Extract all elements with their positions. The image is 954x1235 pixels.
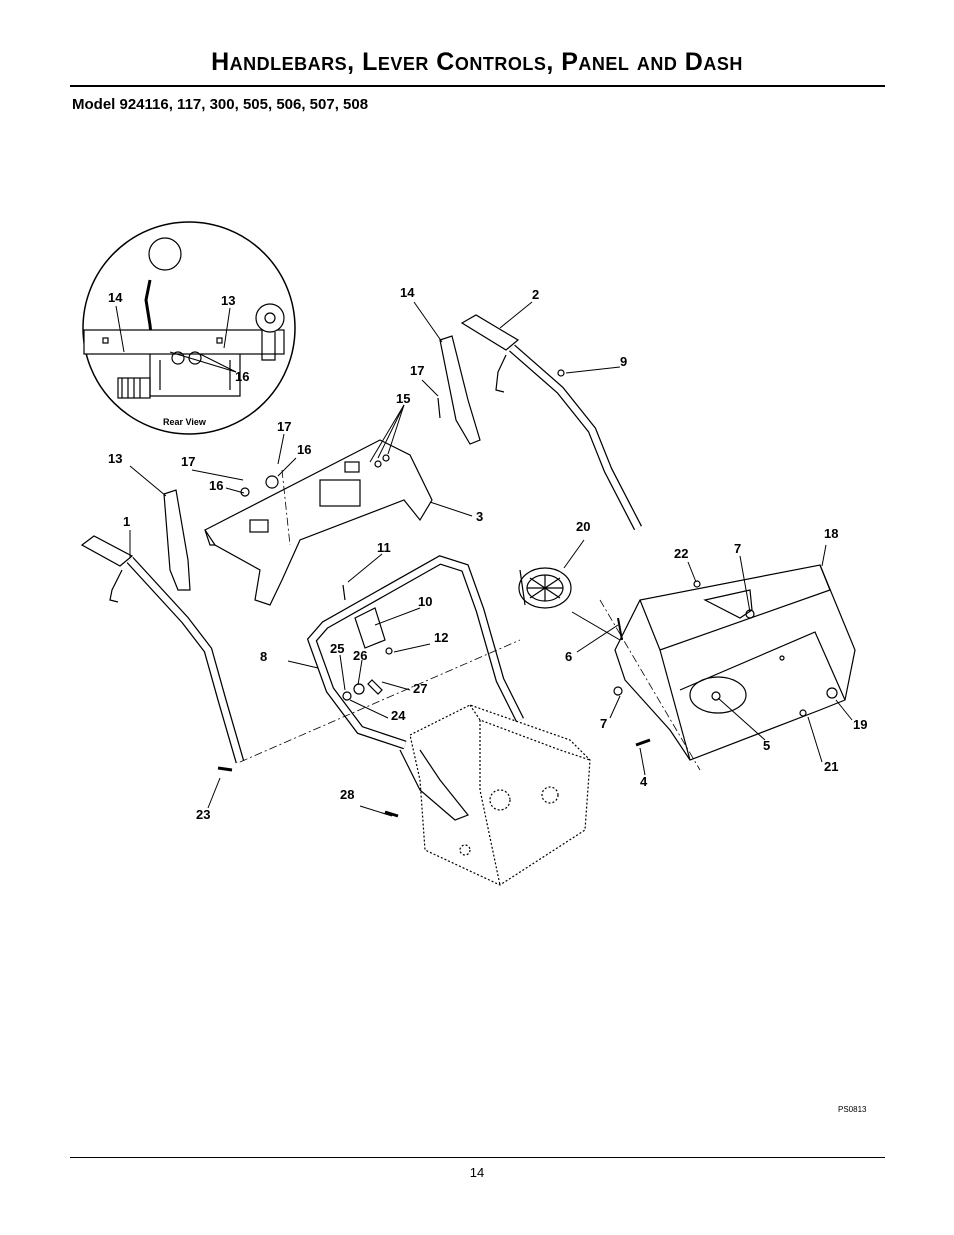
callout-18: 18 (824, 526, 838, 541)
frame-housing (409, 704, 591, 886)
callout-2: 2 (532, 287, 539, 302)
callout-9: 9 (620, 354, 627, 369)
callout-16: 16 (297, 442, 311, 457)
callout-17: 17 (181, 454, 195, 469)
callout-15: 15 (396, 391, 410, 406)
page-title: Handlebars, Lever Controls, Panel and Da… (211, 48, 743, 76)
model-subtitle: Model 924116, 117, 300, 505, 506, 507, 5… (72, 96, 369, 113)
callout-14: 14 (400, 285, 415, 300)
callout-13: 13 (221, 293, 235, 308)
callout-17: 17 (410, 363, 424, 378)
right-side-plate (439, 335, 481, 445)
callout-16: 16 (209, 478, 223, 493)
drawing-code: PS0813 (838, 1105, 867, 1114)
callout-13: 13 (108, 451, 122, 466)
rear-view-inset (82, 221, 296, 435)
callout-10: 10 (418, 594, 432, 609)
callout-27: 27 (413, 681, 427, 696)
callout-23: 23 (196, 807, 210, 822)
dash-housing (614, 564, 856, 761)
headlight (518, 567, 572, 609)
callout-24: 24 (391, 708, 406, 723)
callout-20: 20 (576, 519, 590, 534)
callout-12: 12 (434, 630, 448, 645)
callout-25: 25 (330, 641, 344, 656)
callout-8: 8 (260, 649, 267, 664)
inset-caption: Rear View (163, 417, 207, 427)
footer-rule (70, 1157, 885, 1158)
page-number: 14 (469, 1165, 485, 1180)
callout-17: 17 (277, 419, 291, 434)
control-panel (204, 439, 433, 606)
callout-1: 1 (123, 514, 130, 529)
callout-14: 14 (108, 290, 123, 305)
callout-7: 7 (600, 716, 607, 731)
callout-6: 6 (565, 649, 572, 664)
callout-26: 26 (353, 648, 367, 663)
callout-19: 19 (853, 717, 867, 732)
left-side-plate (163, 489, 191, 591)
lower-handle (306, 555, 525, 821)
right-handlebar (460, 314, 642, 531)
left-handlebar (80, 535, 245, 764)
callout-3: 3 (476, 509, 483, 524)
callout-4: 4 (640, 774, 648, 789)
callout-22: 22 (674, 546, 688, 561)
callout-28: 28 (340, 787, 354, 802)
callout-11: 11 (377, 540, 391, 555)
callout-16: 16 (235, 369, 249, 384)
callout-5: 5 (763, 738, 770, 753)
callout-21: 21 (824, 759, 838, 774)
callout-7: 7 (734, 541, 741, 556)
header-rule (70, 85, 885, 87)
